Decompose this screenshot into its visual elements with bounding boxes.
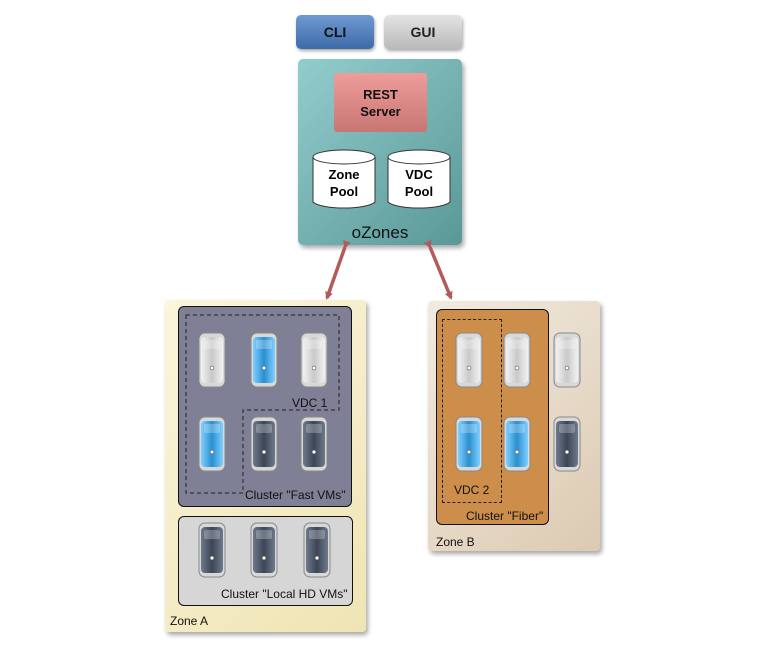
zone-a-label: Zone A — [170, 614, 209, 628]
server-blue-icon — [198, 416, 226, 472]
vdc-pool-line2: Pool — [405, 184, 433, 199]
vdc-pool-cylinder: VDC Pool — [387, 149, 451, 209]
zone-b-label: Zone B — [436, 535, 475, 549]
vdc2-boundary — [442, 319, 502, 503]
cluster-local-hd-vms-label: Cluster "Local HD VMs" — [221, 587, 348, 601]
server-silver-icon — [503, 332, 531, 388]
server-graphite-icon — [198, 522, 226, 578]
rest-server-line2: Server — [360, 103, 401, 119]
server-silver-icon — [300, 332, 328, 388]
vdc-pool-line1: VDC — [405, 167, 433, 182]
server-graphite-icon — [553, 416, 581, 472]
zone-pool-line2: Pool — [330, 184, 358, 199]
cluster-fast-vms-label: Cluster "Fast VMs" — [245, 488, 346, 502]
server-graphite-icon — [250, 416, 278, 472]
arrow-ozones-zone-a — [325, 240, 351, 300]
vdc1-boundary — [185, 314, 340, 494]
server-silver-icon — [455, 332, 483, 388]
ozones-label: oZones — [351, 223, 409, 242]
zone-pool-cylinder: Zone Pool — [312, 149, 376, 209]
rest-server-line1: REST — [363, 86, 398, 102]
rest-server-box: REST Server — [334, 73, 427, 132]
cli-button[interactable]: CLI — [296, 15, 374, 49]
server-blue-icon — [250, 332, 278, 388]
server-silver-icon — [198, 332, 226, 388]
server-graphite-icon — [300, 416, 328, 472]
server-silver-icon — [553, 332, 581, 388]
cluster-fiber-label: Cluster "Fiber" — [466, 509, 544, 523]
zone-pool-line1: Zone — [328, 167, 359, 182]
server-graphite-icon — [250, 522, 278, 578]
server-blue-icon — [503, 416, 531, 472]
gui-button[interactable]: GUI — [384, 15, 462, 49]
vdc1-label: VDC 1 — [292, 396, 328, 410]
server-graphite-icon — [303, 522, 331, 578]
arrow-ozones-zone-b — [424, 239, 453, 300]
server-blue-icon — [455, 416, 483, 472]
vdc2-label: VDC 2 — [454, 483, 490, 497]
